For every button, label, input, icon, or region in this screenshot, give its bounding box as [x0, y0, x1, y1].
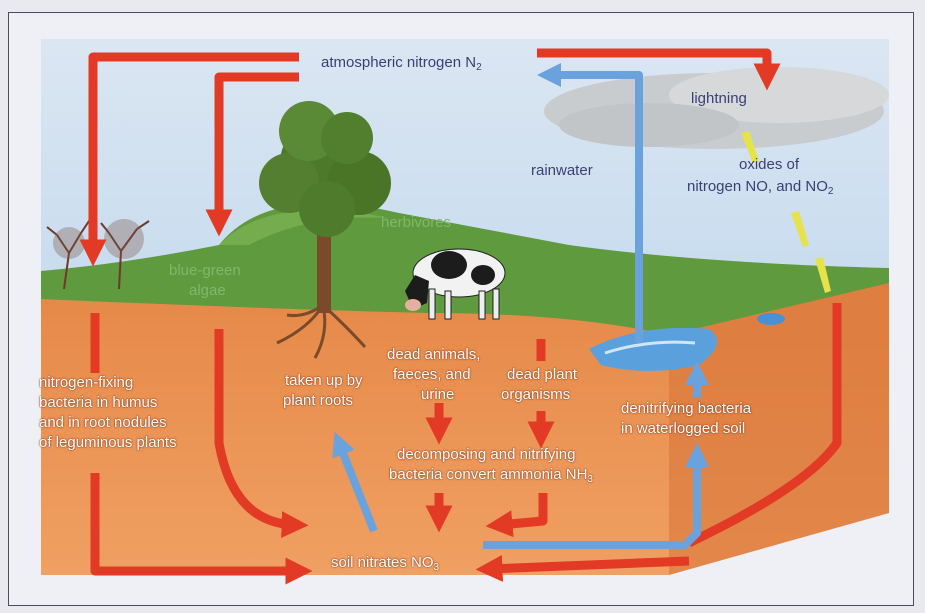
oxides-label-line1: oxides of: [739, 155, 799, 174]
nitrogen-fixing-label-line3: and in root nodules: [39, 413, 167, 432]
decomposing-label-line1: decomposing and nitrifying: [397, 445, 575, 464]
dead-animals-label-line2: faeces, and: [393, 365, 471, 384]
denitrifying-label-line1: denitrifying bacteria: [621, 399, 751, 418]
decomposing-label-line2: bacteria convert ammonia NH3: [389, 465, 593, 484]
dead-animals-label-line1: dead animals,: [387, 345, 480, 364]
soil-nitrates-label: soil nitrates NO3: [331, 553, 439, 572]
atmospheric-nitrogen-label: atmospheric nitrogen N2: [321, 53, 482, 72]
diagram-frame: atmospheric nitrogen N2 lightning rainwa…: [8, 12, 914, 606]
dead-plant-label-line1: dead plant: [507, 365, 577, 384]
taken-up-label-line2: plant roots: [283, 391, 353, 410]
dead-animals-label-line3: urine: [421, 385, 454, 404]
blue-green-algae-label-line2: algae: [189, 281, 226, 300]
taken-up-label-line1: taken up by: [285, 371, 363, 390]
oxides-label-line2: nitrogen NO, and NO2: [687, 177, 833, 196]
blue-green-algae-label-line1: blue-green: [169, 261, 241, 280]
nitrogen-cycle-illustration: [9, 13, 915, 607]
nitrogen-fixing-label-line1: nitrogen-fixing: [39, 373, 133, 392]
dead-plant-label-line2: organisms: [501, 385, 570, 404]
denitrifying-label-line2: in waterlogged soil: [621, 419, 745, 438]
nitrogen-fixing-label-line4: of leguminous plants: [39, 433, 177, 452]
nitrogen-fixing-label-line2: bacteria in humus: [39, 393, 157, 412]
rainwater-label: rainwater: [531, 161, 593, 180]
lightning-label: lightning: [691, 89, 747, 108]
herbivores-label: herbivores: [381, 213, 451, 232]
